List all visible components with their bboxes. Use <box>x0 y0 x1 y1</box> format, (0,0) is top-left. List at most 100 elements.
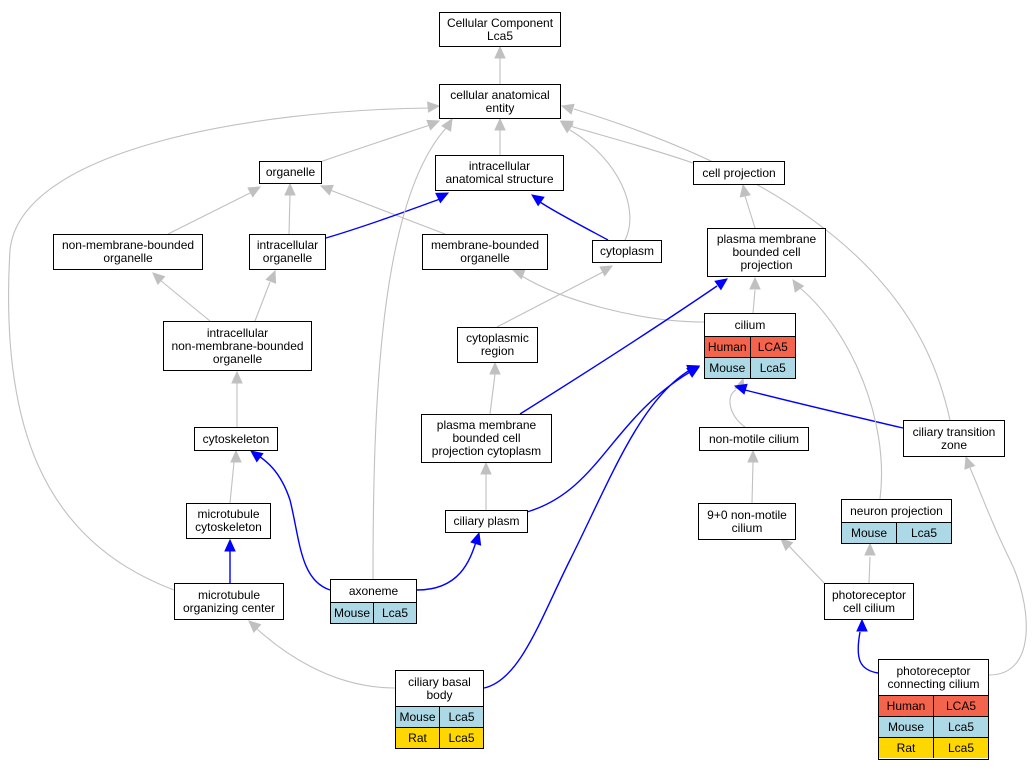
node-intracellular-non-membrane-bounded-organelle[interactable]: intracellular non-membrane-bounded organ… <box>163 321 312 371</box>
node-label: neuron projection <box>850 503 943 518</box>
node-plasma-membrane-bounded-cell-projection[interactable]: plasma membrane bounded cell projection <box>707 228 826 277</box>
edge-cilium-pmbcp <box>752 289 756 314</box>
edge-ctz-cilium-arrowhead <box>733 383 748 395</box>
node-9-0-non-motile-cilium[interactable]: 9+0 non-motile cilium <box>698 503 796 540</box>
edge-pcc-neuron-arrowhead <box>864 542 876 556</box>
edge-pmbcpc-cytoreg-arrowhead <box>489 361 501 375</box>
node-label: intracellular organelle <box>256 238 319 265</box>
edge-axon-cplasm-arrowhead <box>470 531 482 546</box>
node-label: cytoplasm <box>599 244 655 258</box>
edge-nmc90-nmc <box>751 461 754 504</box>
node-microtubule-cytoskeleton[interactable]: microtubule cytoskeleton <box>186 503 271 539</box>
species-cell: Mouse <box>850 526 888 540</box>
annotation-row-mouse: Mouse Lca5 <box>879 716 988 737</box>
node-cellular-component[interactable]: Cellular Component Lca5 <box>439 12 561 47</box>
edge-nmbo-org-arrowhead <box>247 186 262 198</box>
node-ciliary-basal-body[interactable]: ciliary basal body Mouse Lca5 Rat Lca5 <box>395 670 484 749</box>
gene-cell: Lca5 <box>439 707 483 727</box>
edge-mtoc-cae-arrowhead <box>427 101 441 113</box>
gene-cell: Lca5 <box>933 738 988 758</box>
node-non-motile-cilium[interactable]: non-motile cilium <box>699 427 809 451</box>
edge-cyto-cae-arrowhead <box>560 121 574 134</box>
gene-cell: Lca5 <box>933 717 988 737</box>
edge-pcc-neuron <box>868 556 871 584</box>
edge-pmbcp-cellproj <box>744 195 756 229</box>
node-cell-projection[interactable]: cell projection <box>693 161 785 185</box>
node-organelle[interactable]: organelle <box>259 161 322 184</box>
edge-io-org <box>288 193 291 235</box>
species-cell: Mouse <box>333 606 371 620</box>
annotation-row-mouse: Mouse Lca5 <box>705 357 795 378</box>
node-axoneme[interactable]: axoneme Mouse Lca5 <box>330 579 417 624</box>
edge-nmc-cilium <box>729 389 746 428</box>
edge-cbb-cilium-arrowhead <box>686 364 701 376</box>
node-microtubule-organizing-center[interactable]: microtubule organizing center <box>174 583 284 620</box>
species-cell: Mouse <box>709 361 746 375</box>
node-label: non-membrane-bounded organelle <box>61 238 195 265</box>
node-cytoskeleton[interactable]: cytoskeleton <box>194 427 278 451</box>
edge-axon-cae <box>372 126 448 580</box>
edge-mbo-org-arrowhead <box>319 184 334 196</box>
node-membrane-bounded-organelle[interactable]: membrane-bounded organelle <box>422 234 548 270</box>
edge-cyto-ias-arrowhead <box>531 194 545 207</box>
species-cell: Human <box>886 699 926 713</box>
annotation-row-mouse: Mouse Lca5 <box>331 602 416 623</box>
edge-io-ias <box>325 198 441 239</box>
edge-cyto-ias <box>539 201 609 241</box>
annotation-row-human: Human LCA5 <box>705 336 795 357</box>
edge-inmbo-nmbo-arrowhead <box>152 272 166 286</box>
edge-pcc-nmc90 <box>788 545 827 586</box>
node-label: membrane-bounded organelle <box>430 238 540 265</box>
node-label: ciliary basal body <box>408 674 471 702</box>
node-photoreceptor-cell-cilium[interactable]: photoreceptor cell cilium <box>824 583 914 620</box>
node-label: ciliary transition zone <box>912 424 996 452</box>
node-label: intracellular anatomical structure <box>445 159 554 186</box>
node-non-membrane-bounded-organelle[interactable]: non-membrane-bounded organelle <box>53 234 203 270</box>
gene-cell: Lca5 <box>749 358 796 378</box>
node-label: non-motile cilium <box>708 431 800 446</box>
node-ciliary-transition-zone[interactable]: ciliary transition zone <box>903 420 1005 457</box>
annotation-row-mouse: Mouse Lca5 <box>842 522 951 543</box>
edge-cilium-pmbcp-arrowhead <box>749 276 761 290</box>
node-label: axoneme <box>348 583 399 598</box>
node-cytoplasmic-region[interactable]: cytoplasmic region <box>457 327 538 363</box>
edge-cellproj-cae <box>569 125 694 164</box>
gene-cell: Lca5 <box>373 603 416 623</box>
edge-inmbo-io-arrowhead <box>265 269 277 284</box>
edge-cbb-cilium <box>483 369 691 689</box>
node-label: cytoskeleton <box>202 431 270 446</box>
node-neuron-projection[interactable]: neuron projection Mouse Lca5 <box>841 499 952 544</box>
node-intracellular-anatomical-structure[interactable]: intracellular anatomical structure <box>435 155 564 191</box>
node-label: photoreceptor connecting cilium <box>887 663 980 691</box>
species-cell: Rat <box>896 741 916 755</box>
edge-pconn-ctz <box>969 467 1027 676</box>
edge-org-cae <box>319 124 431 163</box>
node-cellular-anatomical-entity[interactable]: cellular anatomical entity <box>439 84 561 119</box>
edge-mtcs-cytosk-arrowhead <box>230 449 242 463</box>
node-label: cellular anatomical entity <box>450 87 550 115</box>
node-intracellular-organelle[interactable]: intracellular organelle <box>249 234 326 270</box>
edge-io-ias-arrowhead <box>435 192 450 204</box>
edge-mtcs-cytosk <box>229 461 235 504</box>
gene-cell: Lca5 <box>439 728 483 748</box>
edge-nmbo-org <box>167 191 253 235</box>
node-label: microtubule organizing center <box>182 587 276 615</box>
annotation-row-rat: Rat Lca5 <box>879 737 988 758</box>
edge-ctz-cae-arrowhead <box>560 103 575 115</box>
gene-cell: Lca5 <box>896 523 951 543</box>
node-cytoplasm[interactable]: cytoplasm <box>592 240 662 263</box>
node-cilium[interactable]: cilium Human LCA5 Mouse Lca5 <box>704 313 796 379</box>
node-label: ciliary plasm <box>453 514 520 528</box>
edge-pcc-nmc90-arrowhead <box>780 538 794 552</box>
node-label: intracellular non-membrane-bounded organ… <box>171 325 304 366</box>
node-plasma-membrane-bounded-cell-projection-cytoplasm[interactable]: plasma membrane bounded cell projection … <box>421 414 552 463</box>
node-ciliary-plasm[interactable]: ciliary plasm <box>445 510 528 533</box>
node-photoreceptor-connecting-cilium[interactable]: photoreceptor connecting cilium Human LC… <box>878 659 989 760</box>
edge-cbb-mtoc-arrowhead <box>248 620 262 634</box>
edge-pmbcpc-pmbcp-arrowhead <box>714 278 728 291</box>
edge-mtoc-mtcs-arrowhead <box>224 538 236 552</box>
edge-cplasm-pmbcpc-arrowhead <box>480 461 492 475</box>
node-label: microtubule cytoskeleton <box>195 507 262 534</box>
edge-ctz-cae <box>573 108 951 421</box>
